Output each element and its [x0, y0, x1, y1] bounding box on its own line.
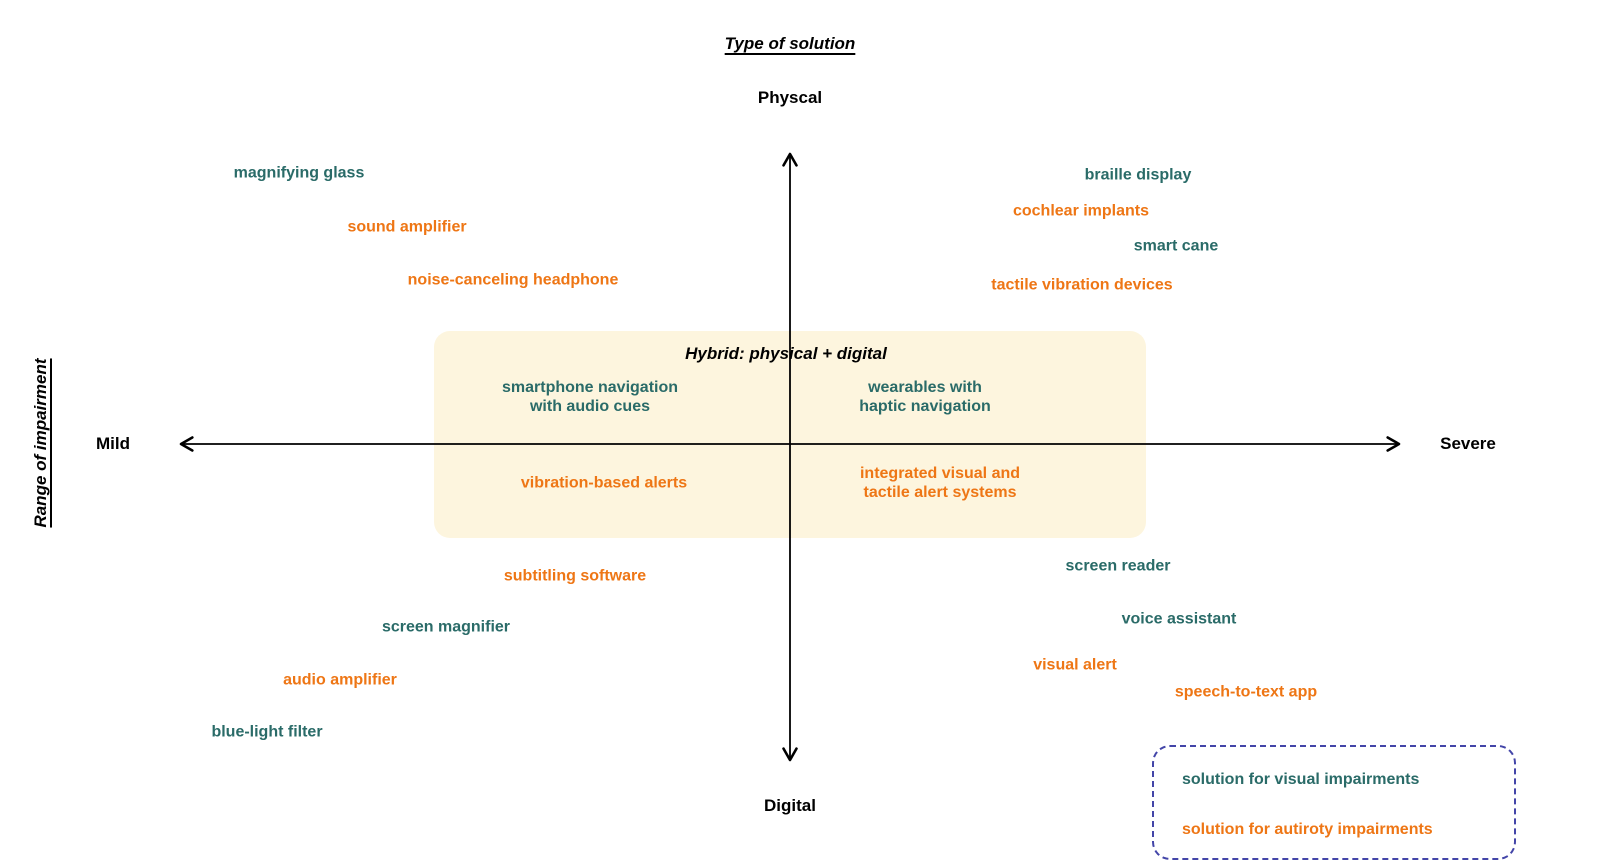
hybrid-item-wearables-haptic-navigation: wearables with haptic navigation — [859, 379, 991, 415]
item-braille-display: braille display — [1084, 166, 1192, 184]
item-sound-amplifier: sound amplifier — [347, 218, 467, 236]
hybrid-item-vibration-based-alerts: vibration-based alerts — [520, 474, 688, 492]
horizontal-axis-left-label: Mild — [96, 434, 130, 453]
item-subtitling-software: subtitling software — [503, 567, 647, 585]
hybrid-zone-title: Hybrid: physical + digital — [685, 344, 887, 363]
item-screen-magnifier: screen magnifier — [381, 618, 511, 636]
hybrid-item-integrated-visual-tactile-alerts: integrated visual and tactile alert syst… — [859, 465, 1021, 501]
item-visual-alert: visual alert — [1033, 656, 1117, 674]
vertical-axis-bottom-label: Digital — [764, 796, 816, 815]
horizontal-axis-title: Range of impairment — [31, 358, 50, 528]
legend-item-auditory-impairments: solution for autiroty impairments — [1182, 821, 1433, 838]
item-audio-amplifier: audio amplifier — [283, 671, 397, 689]
legend-item-visual-impairments: solution for visual impairments — [1182, 771, 1420, 788]
legend — [1152, 745, 1516, 860]
item-smart-cane: smart cane — [1133, 237, 1219, 255]
item-screen-reader: screen reader — [1065, 557, 1171, 575]
horizontal-axis-right-label: Severe — [1440, 434, 1496, 453]
item-voice-assistant: voice assistant — [1121, 610, 1237, 628]
item-magnifying-glass: magnifying glass — [233, 164, 365, 182]
vertical-axis-top-label: Physcal — [757, 88, 823, 107]
hybrid-item-smartphone-navigation: smartphone navigation with audio cues — [501, 379, 679, 415]
vertical-axis-title: Type of solution — [724, 34, 856, 53]
item-cochlear-implants: cochlear implants — [1012, 202, 1150, 220]
item-speech-to-text-app: speech-to-text app — [1174, 683, 1318, 701]
item-noise-canceling-headphone: noise-canceling headphone — [407, 271, 619, 289]
item-tactile-vibration-devices: tactile vibration devices — [991, 276, 1173, 294]
item-blue-light-filter: blue-light filter — [211, 723, 323, 741]
